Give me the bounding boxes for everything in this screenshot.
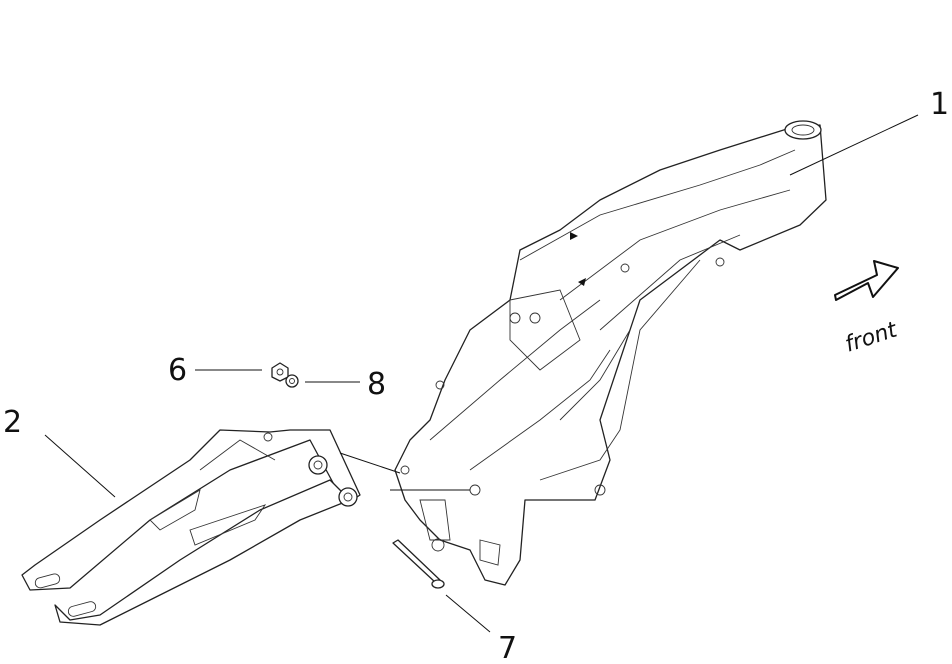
bolt <box>392 539 445 589</box>
label-nut: 6 <box>168 353 187 388</box>
swingarm <box>21 429 361 626</box>
leader-line-2 <box>44 434 116 498</box>
label-washer: 8 <box>367 367 386 402</box>
nut <box>271 362 289 382</box>
washer <box>285 374 299 388</box>
label-bolt: 7 <box>498 631 517 664</box>
leader-line-1 <box>789 114 919 176</box>
leader-line-7 <box>445 594 491 633</box>
label-swingarm: 2 <box>3 405 22 440</box>
front-direction-indicator: front <box>834 260 901 358</box>
front-label: front <box>842 317 901 358</box>
leader-line-bolt-pivot <box>339 452 401 474</box>
label-frame: 1 <box>930 87 949 122</box>
front-arrow-icon <box>834 260 899 301</box>
main-frame <box>394 120 827 586</box>
